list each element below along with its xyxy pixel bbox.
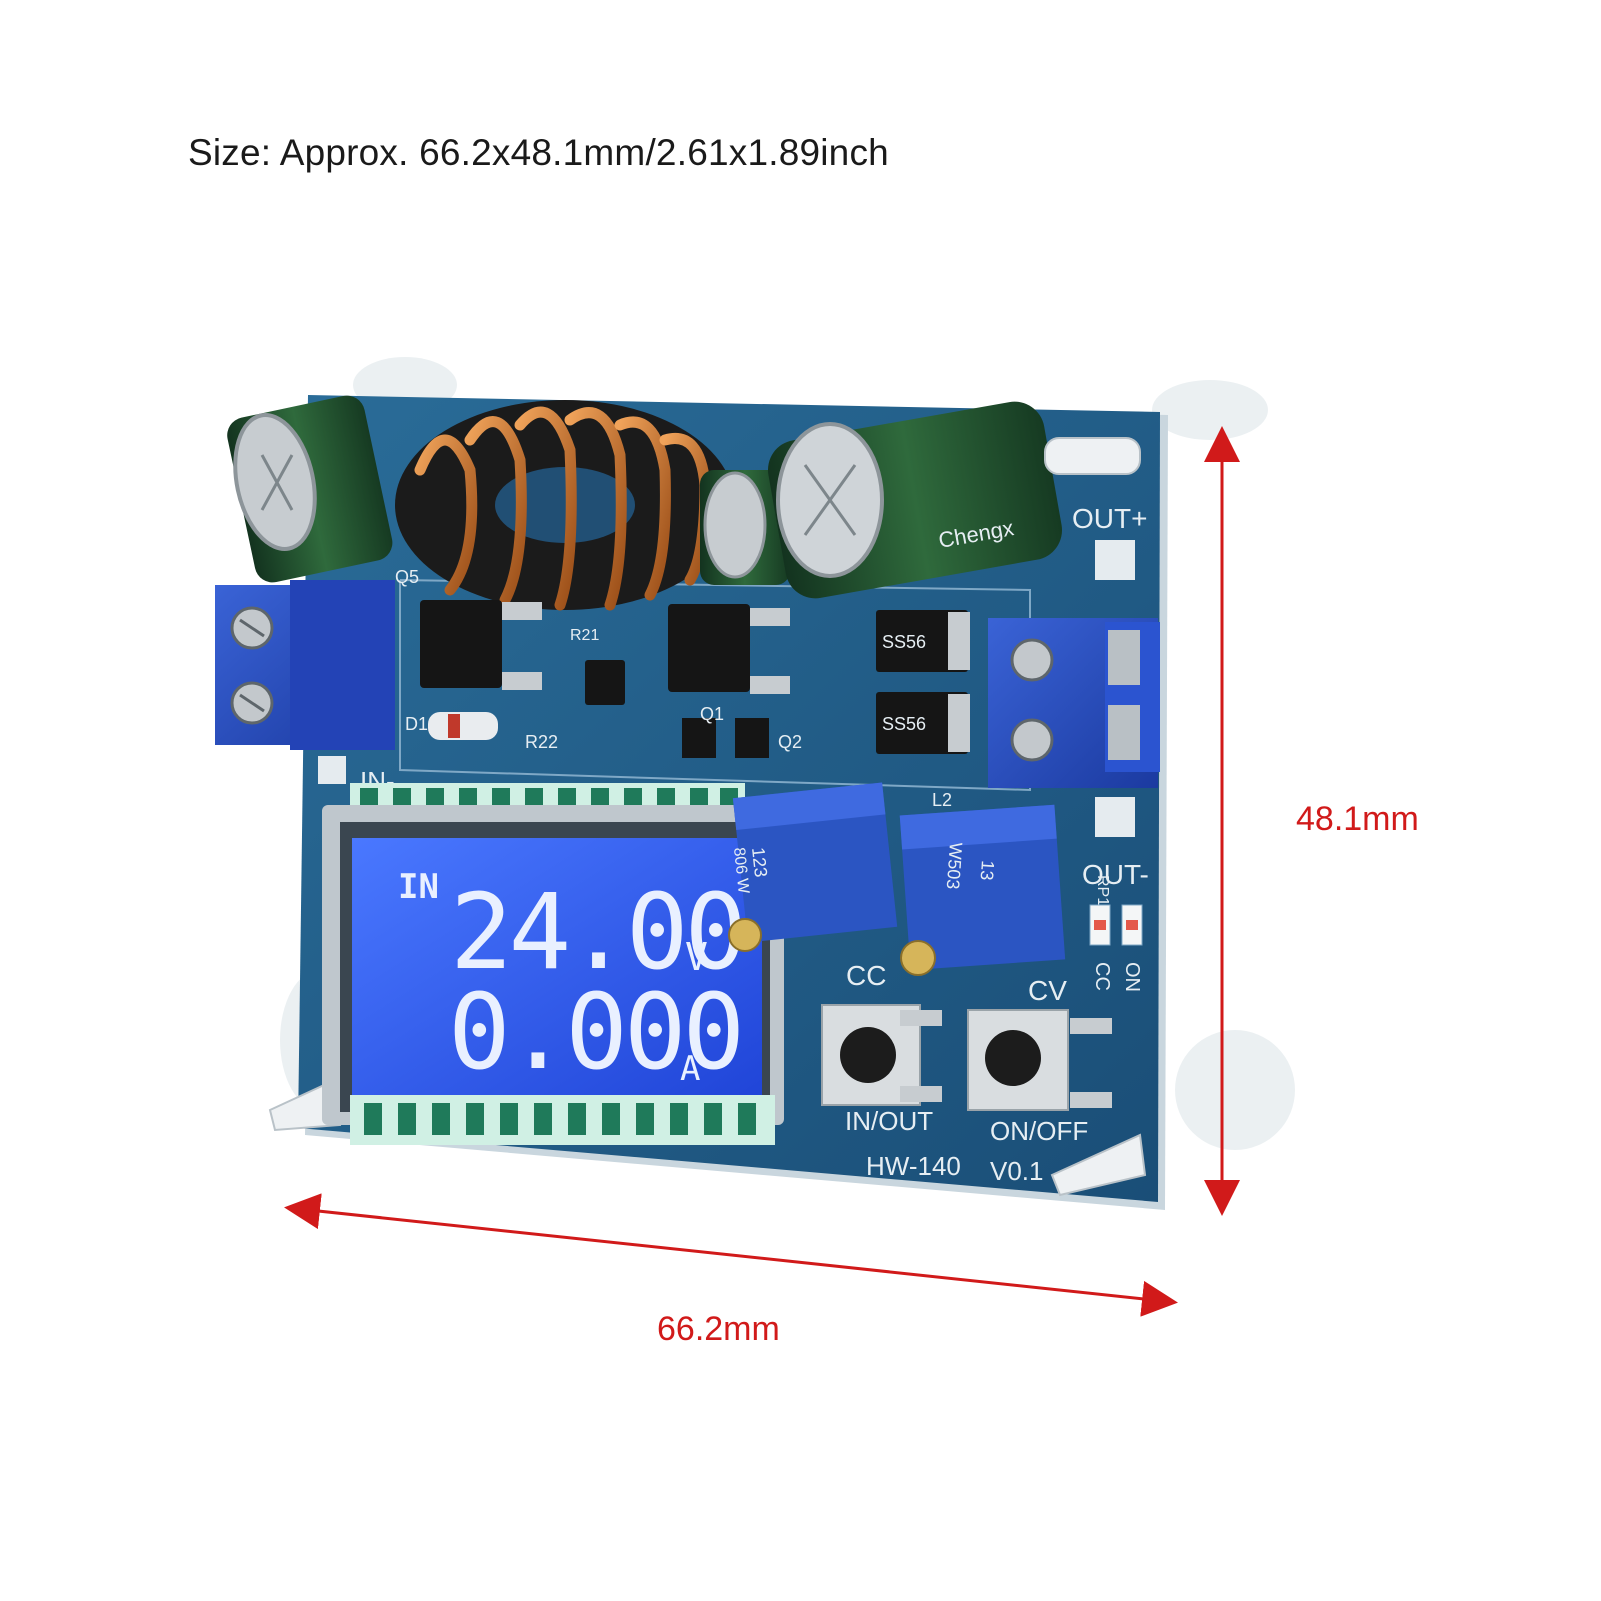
potentiometer-cc[interactable]: 123 806 W xyxy=(728,782,898,952)
output-terminal xyxy=(988,618,1160,788)
lcd-mode-label: IN xyxy=(398,867,439,907)
size-caption: Size: Approx. 66.2x48.1mm/2.61x1.89inch xyxy=(188,132,889,173)
mosfet-tabs xyxy=(502,602,970,752)
width-dimension-arrow xyxy=(284,1193,1178,1317)
pot-cc-screw[interactable] xyxy=(728,918,762,952)
label-q2: Q2 xyxy=(778,732,802,752)
label-d1: D1 xyxy=(405,714,428,734)
pot-cc-code: 123 xyxy=(748,846,771,878)
label-r21: R21 xyxy=(570,627,599,644)
label-r22: R22 xyxy=(525,732,558,752)
capacitor-right: Chengx xyxy=(767,401,1063,599)
cc-led-label: CC xyxy=(1091,962,1113,991)
diode-d1 xyxy=(428,712,498,740)
out-minus-label: OUT- xyxy=(1082,859,1149,890)
model-label: HW-140 xyxy=(866,1151,961,1181)
width-dimension-label: 66.2mm xyxy=(657,1310,780,1348)
solder-pads xyxy=(318,540,1135,837)
lcd-current-value: 0.000 xyxy=(448,971,741,1093)
diode-label-2: SS56 xyxy=(882,714,926,734)
pot-cc-sub: 806 W xyxy=(730,847,752,896)
pot-cv-sub: 13 xyxy=(977,860,998,881)
input-terminal xyxy=(215,580,395,750)
pot-cv-code: W503 xyxy=(943,842,966,890)
toroid-inductor xyxy=(395,400,735,611)
height-dimension-label: 48.1mm xyxy=(1296,800,1419,838)
on-led-label: ON xyxy=(1121,962,1143,992)
label-l2: L2 xyxy=(932,790,952,810)
potentiometer-cv[interactable]: W503 13 xyxy=(899,804,1066,976)
lcd-voltage-value: 24.00 xyxy=(450,871,743,993)
in-out-label: IN/OUT xyxy=(845,1106,933,1136)
on-off-button[interactable] xyxy=(967,1009,1112,1111)
version-label: V0.1 xyxy=(990,1156,1044,1186)
label-rp1: RP1 xyxy=(1094,875,1111,906)
pot-cv-screw[interactable] xyxy=(900,940,936,976)
capacitor-small xyxy=(700,470,790,585)
in-out-button[interactable] xyxy=(821,1004,942,1106)
on-off-label: ON/OFF xyxy=(990,1116,1088,1146)
cv-label: CV xyxy=(1028,975,1067,1006)
lcd-display: IN 24.00 V 0.000 A xyxy=(322,805,784,1125)
mosfets xyxy=(420,600,968,758)
label-q1: Q1 xyxy=(700,704,724,724)
cc-label: CC xyxy=(846,960,886,991)
label-q5: Q5 xyxy=(395,567,419,587)
lcd-pins-bottom xyxy=(350,1095,775,1145)
lcd-voltage-unit: V xyxy=(685,935,708,979)
lcd-current-unit: A xyxy=(680,1049,700,1089)
status-leds xyxy=(1089,904,1143,946)
capacitor-left xyxy=(227,395,393,583)
diode-label-1: SS56 xyxy=(882,632,926,652)
out-plus-label: OUT+ xyxy=(1072,503,1147,534)
